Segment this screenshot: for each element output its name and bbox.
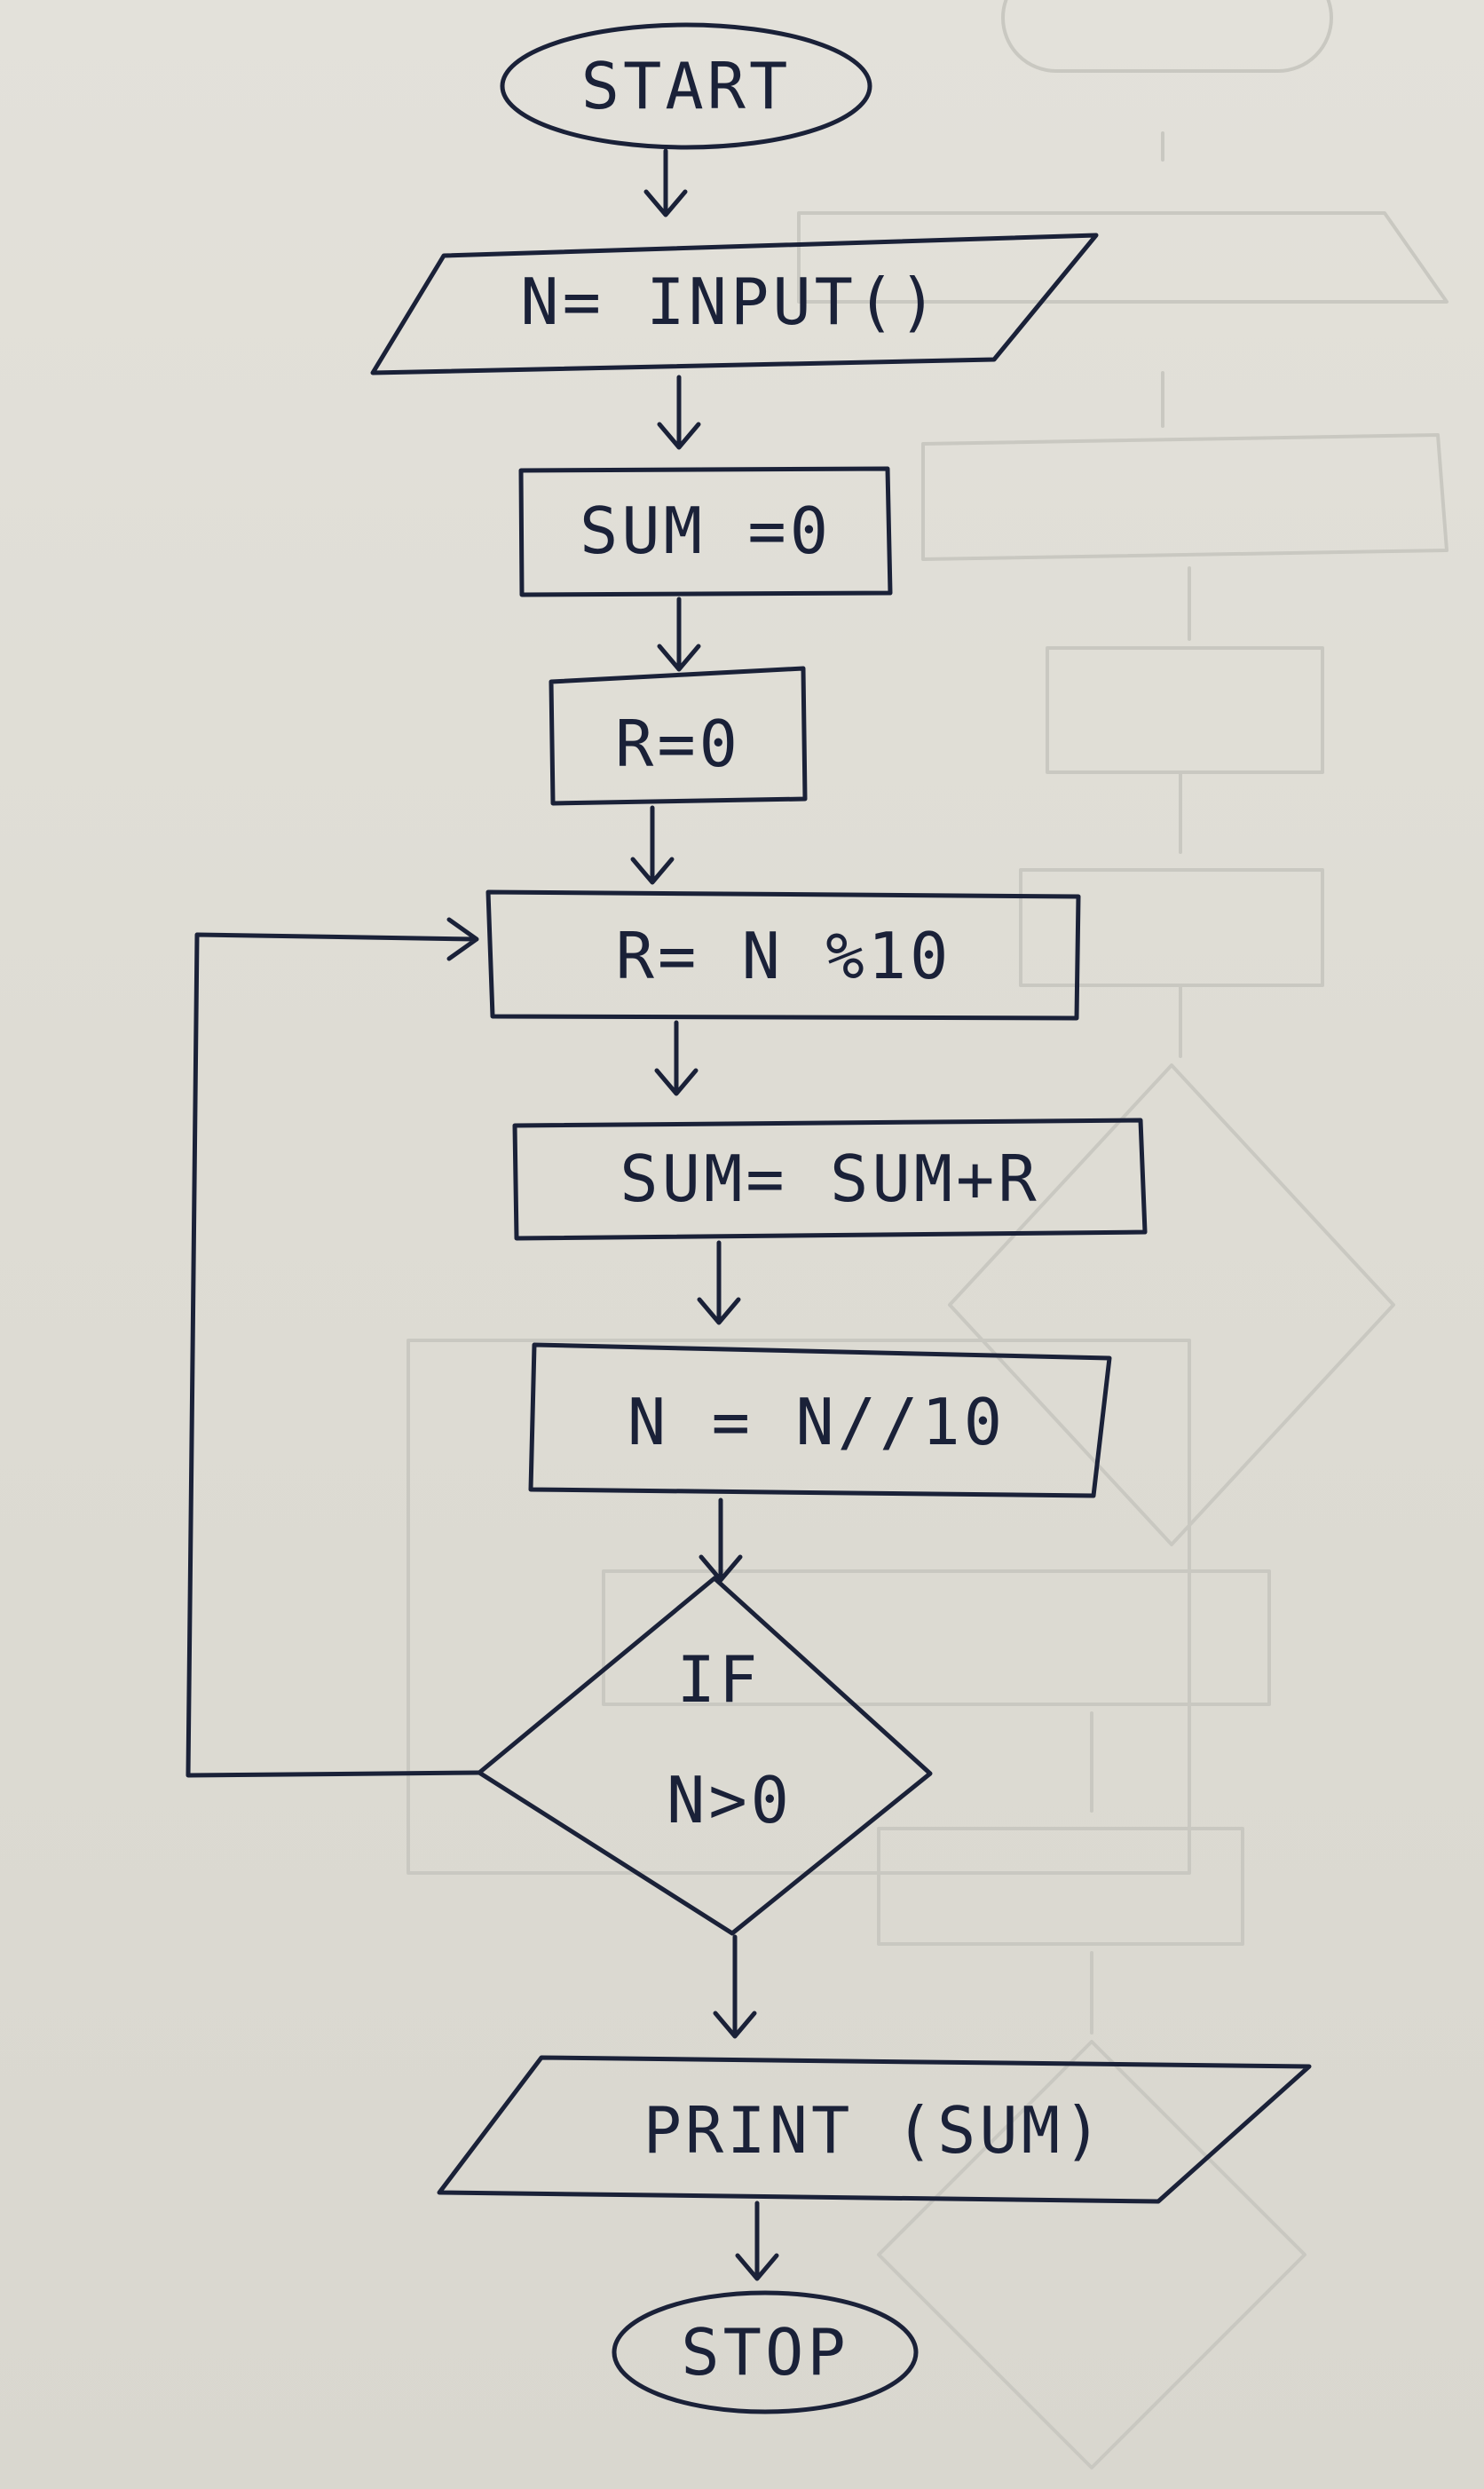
remainder-node: R= N %10: [485, 889, 1081, 1021]
stop-node: STOP: [612, 2290, 919, 2414]
decision-node: IF N>0: [477, 1576, 933, 1936]
start-label: START: [581, 49, 792, 123]
bleed-through-ghost: [407, 0, 1448, 2469]
ghost-parallelogram: [797, 211, 1448, 304]
ghost-diamond: [948, 1063, 1395, 1546]
arrow-divide-to-decision: [699, 1497, 743, 1583]
ghost-box-3: [602, 1569, 1271, 1706]
arrow-r-init-to-remainder: [630, 805, 675, 885]
arrow-decision-to-output: [713, 1934, 757, 2039]
ghost-connectors: [1090, 131, 1191, 2035]
ghost-parallelogram-2: [921, 433, 1448, 561]
output-parallelogram: [437, 2055, 1312, 2204]
arrow-input-to-sum-init: [657, 375, 701, 450]
output-label: PRINT (SUM): [643, 2093, 1106, 2168]
loop-back-arrow: [186, 917, 482, 1778]
ghost-box-4: [877, 1827, 1244, 1946]
decision-label-condition: N>0: [667, 1763, 793, 1837]
input-label: N= INPUT(): [520, 265, 940, 339]
ghost-box: [1046, 646, 1324, 774]
output-node: PRINT (SUM): [437, 2055, 1312, 2204]
ghost-loop: [407, 1339, 1191, 1875]
arrow-start-to-input: [643, 148, 688, 217]
ghost-diamond-2: [877, 2040, 1306, 2469]
r-init-node: R=0: [549, 666, 808, 806]
decision-diamond: [477, 1576, 933, 1936]
arrow-remainder-to-accumulate: [654, 1020, 699, 1096]
remainder-box: [485, 889, 1081, 1021]
start-ellipse: [500, 22, 872, 150]
r-init-box: [549, 666, 808, 806]
accumulate-box: [512, 1118, 1148, 1241]
arrow-output-to-stop: [735, 2201, 779, 2281]
sum-init-box: [518, 466, 893, 597]
sum-init-node: SUM =0: [518, 466, 893, 597]
sum-init-label: SUM =0: [580, 494, 832, 568]
divide-box: [528, 1342, 1112, 1498]
stop-ellipse: [612, 2290, 919, 2414]
divide-node: N = N//10: [528, 1342, 1112, 1498]
input-parallelogram: [370, 233, 1099, 375]
ghost-terminal: [1001, 0, 1333, 73]
start-node: START: [500, 22, 872, 150]
arrow-accumulate-to-divide: [697, 1240, 741, 1325]
arrow-sum-init-to-r-init: [657, 597, 701, 672]
accumulate-label: SUM= SUM+R: [620, 1142, 1039, 1216]
r-init-label: R=0: [615, 707, 741, 781]
decision-label-if: IF: [677, 1642, 762, 1717]
divide-label: N = N//10: [628, 1385, 1006, 1459]
accumulate-node: SUM= SUM+R: [512, 1118, 1148, 1241]
remainder-label: R= N %10: [616, 919, 952, 993]
ghost-box-2: [1019, 868, 1324, 987]
stop-label: STOP: [681, 2315, 849, 2390]
input-node: N= INPUT(): [370, 233, 1099, 375]
